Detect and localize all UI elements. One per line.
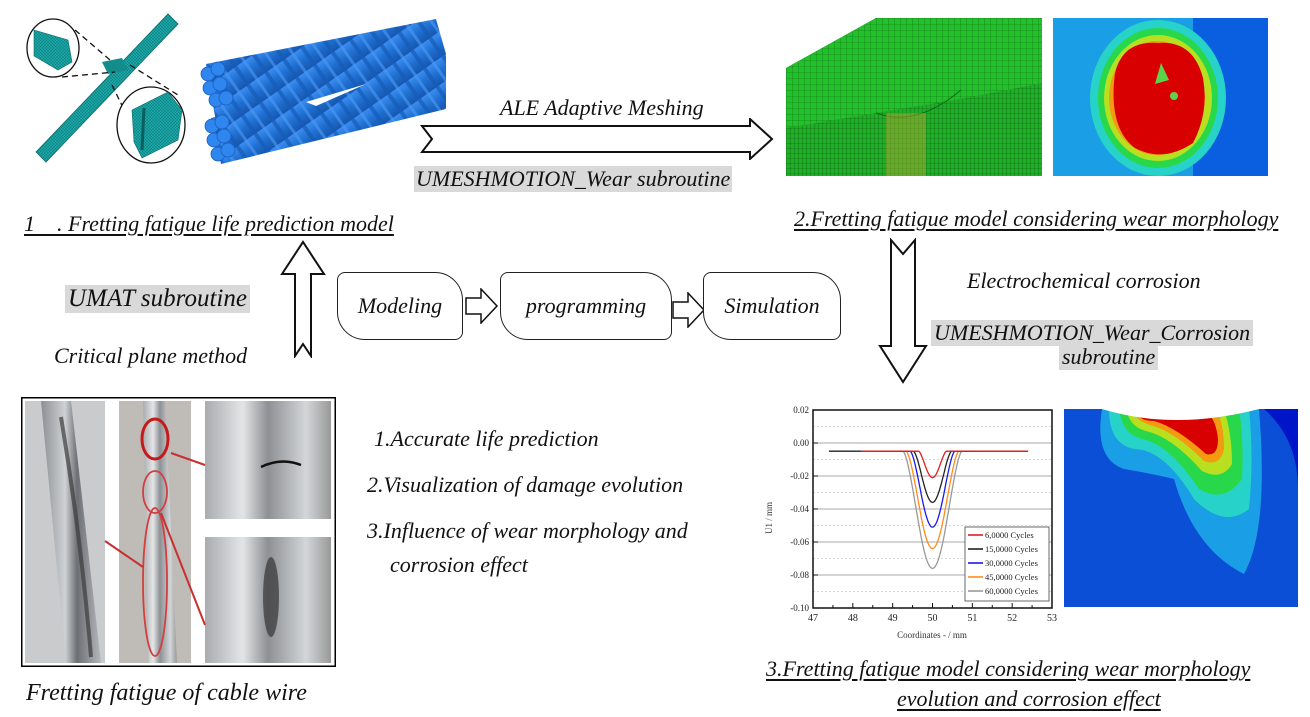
y-axis-ticks: 0.02 0.00 -0.02 -0.04 -0.06 -0.08 -0.10 [790,405,818,613]
up-arrow-icon [280,240,326,358]
wear-mesh-model-image [786,18,1042,176]
cable-wire-caption: Fretting fatigue of cable wire [26,680,307,706]
wear-contour-image [1053,18,1268,176]
flow-step-label: Simulation [724,293,820,318]
x-tick-label: 47 [808,613,818,624]
chart-curves [828,450,1029,570]
cable-strands-image [200,19,446,164]
legend-label: 6,0000 Cycles [985,530,1034,540]
flow-step-label: programming [525,293,647,318]
benefit-item-2: 2.Visualization of damage evolution [367,472,684,497]
electrochemical-corrosion-label: Electrochemical corrosion [967,268,1201,293]
section-3-caption-line1: 3.Fretting fatigue model considering wea… [766,656,1251,681]
flow-step-label: Modeling [357,293,443,318]
umeshmotion-wear-corrosion-label: UMESHMOTION_Wear_Corrosion [931,320,1254,346]
series-line [860,450,1029,479]
strand-upper [206,19,446,122]
section-3-caption-line2: evolution and corrosion effect [897,686,1161,711]
flow-step-modeling: Modeling [337,272,463,340]
y-tick-label: 0.00 [793,438,809,448]
strand-lower [211,62,446,164]
x-tick-label: 52 [1007,613,1017,624]
flow-step-simulation: Simulation [703,272,841,340]
wire-bar [35,13,179,163]
y-tick-label: -0.10 [790,603,809,613]
chart-legend: 6,0000 Cycles 15,0000 Cycles 30,0000 Cycle… [964,526,1050,602]
critical-plane-label: Critical plane method [54,343,248,368]
umat-subroutine-label: UMAT subroutine [65,285,250,313]
legend-label: 60,0000 Cycles [985,586,1038,596]
wear-depth-chart: 0.02 0.00 -0.02 -0.04 -0.06 -0.08 -0.10 47 48 49… [764,405,1057,640]
legend-label: 45,0000 Cycles [985,572,1038,582]
y-tick-label: -0.02 [790,471,809,481]
x-tick-label: 48 [848,613,858,624]
legend-box [964,526,1050,602]
x-tick-label: 50 [928,613,938,624]
legend-label: 30,0000 Cycles [985,558,1038,568]
x-tick-label: 51 [967,613,977,624]
x-tick-label: 53 [1047,613,1057,624]
y-tick-label: -0.08 [790,570,809,580]
ale-meshing-label: ALE Adaptive Meshing [500,95,704,120]
x-axis-label: Coordinates - / mm [897,630,967,640]
legend-label: 15,0000 Cycles [985,544,1038,554]
y-tick-label: 0.02 [793,405,809,415]
y-axis-label: U1 / mm [764,502,774,534]
series-line [828,450,1029,504]
x-axis-ticks: 47 48 49 50 51 52 53 [808,603,1057,624]
down-arrow-icon [878,238,928,384]
cable-wire-photo [21,397,336,667]
umeshmotion-subroutine-label: subroutine [1059,344,1159,370]
flow-arrow-icon [672,292,706,328]
y-tick-label: -0.06 [790,537,809,547]
benefit-item-3: 3.Influence of wear morphology and [367,518,688,543]
series-line [892,450,973,550]
flow-arrow-icon [465,288,499,324]
series-line [892,450,973,528]
y-tick-label: -0.04 [790,504,809,514]
flow-step-programming: programming [500,272,672,340]
x-tick-label: 49 [888,613,898,624]
section-1-caption: 1 . Fretting fatigue life prediction mod… [24,211,394,236]
benefit-item-3-cont: corrosion effect [390,552,528,577]
section-2-caption: 2.Fretting fatigue model considering wea… [794,206,1279,231]
umeshmotion-wear-label: UMESHMOTION_Wear subroutine [414,166,733,192]
benefit-item-1: 1.Accurate life prediction [374,426,599,451]
right-arrow-icon [420,118,774,160]
wire-mesh-model-image [26,13,186,164]
corrosion-contour-image [1064,409,1298,607]
